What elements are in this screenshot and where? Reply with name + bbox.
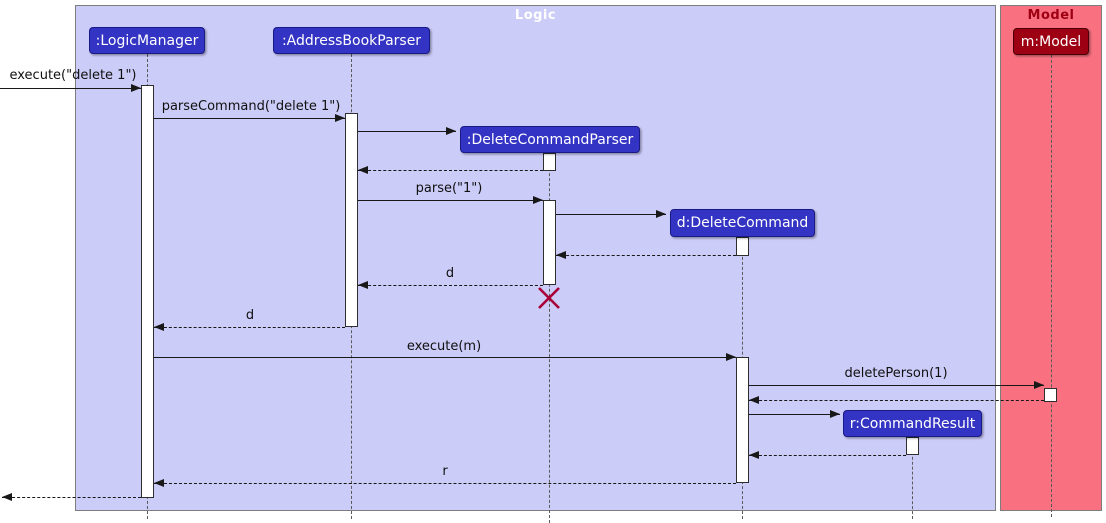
- participant-logic-manager: :LogicManager: [89, 27, 205, 54]
- address-book-parser-activation: [345, 113, 358, 327]
- message-line-execute-m: [154, 357, 736, 358]
- destroy-icon: [538, 287, 560, 309]
- model-activation: [1044, 388, 1057, 402]
- message-line-return-final: [2, 497, 141, 498]
- arrowhead-return-r: [154, 478, 164, 487]
- message-label-return-r: r: [442, 464, 448, 479]
- arrowhead-return-d-to-parser: [358, 280, 368, 289]
- message-line-return-create-command: [556, 255, 736, 256]
- message-line-delete-person: [749, 385, 1044, 386]
- arrowhead-create-delete-command: [656, 209, 666, 218]
- arrowhead-execute-delete: [131, 83, 141, 92]
- arrowhead-return-create-result: [749, 450, 759, 459]
- message-label-parse: parse("1"): [415, 181, 483, 196]
- arrowhead-return-create-command: [556, 250, 566, 259]
- arrowhead-create-command-result: [830, 409, 840, 418]
- lifeline-command-result: [912, 437, 913, 519]
- message-line-return-d-to-parser: [358, 285, 543, 286]
- arrowhead-delete-person: [1034, 380, 1044, 389]
- message-line-execute-delete: [0, 88, 141, 89]
- arrowhead-return-final: [2, 492, 12, 501]
- message-label-parse-command: parseCommand("delete 1"): [161, 99, 341, 114]
- frame-title-model: Model: [1027, 8, 1075, 23]
- frame-logic: [75, 5, 996, 511]
- message-line-return-d-to-manager: [154, 327, 345, 328]
- message-label-execute-m: execute(m): [406, 339, 482, 354]
- message-line-create-command-result: [749, 414, 840, 415]
- message-line-return-create-result: [749, 455, 906, 456]
- delete-command-parser-activation-1: [543, 153, 556, 171]
- participant-model: m:Model: [1013, 28, 1089, 55]
- participant-delete-command-parser: :DeleteCommandParser: [460, 126, 640, 153]
- command-result-activation: [906, 437, 919, 455]
- arrowhead-parse-command: [335, 113, 345, 122]
- lifeline-delete-command-parser: [549, 153, 550, 523]
- participant-command-result: r:CommandResult: [843, 410, 982, 437]
- message-line-parse: [358, 200, 543, 201]
- arrowhead-return-create-parser: [358, 165, 368, 174]
- message-line-parse-command: [154, 118, 345, 119]
- frame-title-logic: Logic: [514, 8, 557, 23]
- message-line-create-delete-command: [556, 214, 666, 215]
- message-line-return-delete-person: [749, 400, 1044, 401]
- logic-manager-activation: [141, 85, 154, 498]
- message-line-return-create-parser: [358, 170, 543, 171]
- delete-command-parser-activation-2: [543, 200, 556, 285]
- delete-command-activation-1: [736, 237, 749, 256]
- participant-address-book-parser: :AddressBookParser: [273, 27, 430, 54]
- message-line-return-r: [154, 483, 736, 484]
- message-label-execute-delete: execute("delete 1"): [9, 68, 137, 83]
- participant-delete-command: d:DeleteCommand: [670, 209, 815, 237]
- lifeline-model: [1051, 55, 1052, 517]
- arrowhead-parse: [533, 195, 543, 204]
- message-line-create-command-parser: [358, 131, 456, 132]
- arrowhead-create-command-parser: [446, 126, 456, 135]
- message-label-delete-person: deletePerson(1): [844, 366, 948, 381]
- delete-command-activation-2: [736, 357, 749, 483]
- arrowhead-return-delete-person: [749, 395, 759, 404]
- arrowhead-return-d-to-manager: [154, 322, 164, 331]
- arrowhead-execute-m: [726, 352, 736, 361]
- message-label-return-d-to-parser: d: [445, 266, 455, 281]
- message-label-return-d-to-manager: d: [245, 308, 255, 323]
